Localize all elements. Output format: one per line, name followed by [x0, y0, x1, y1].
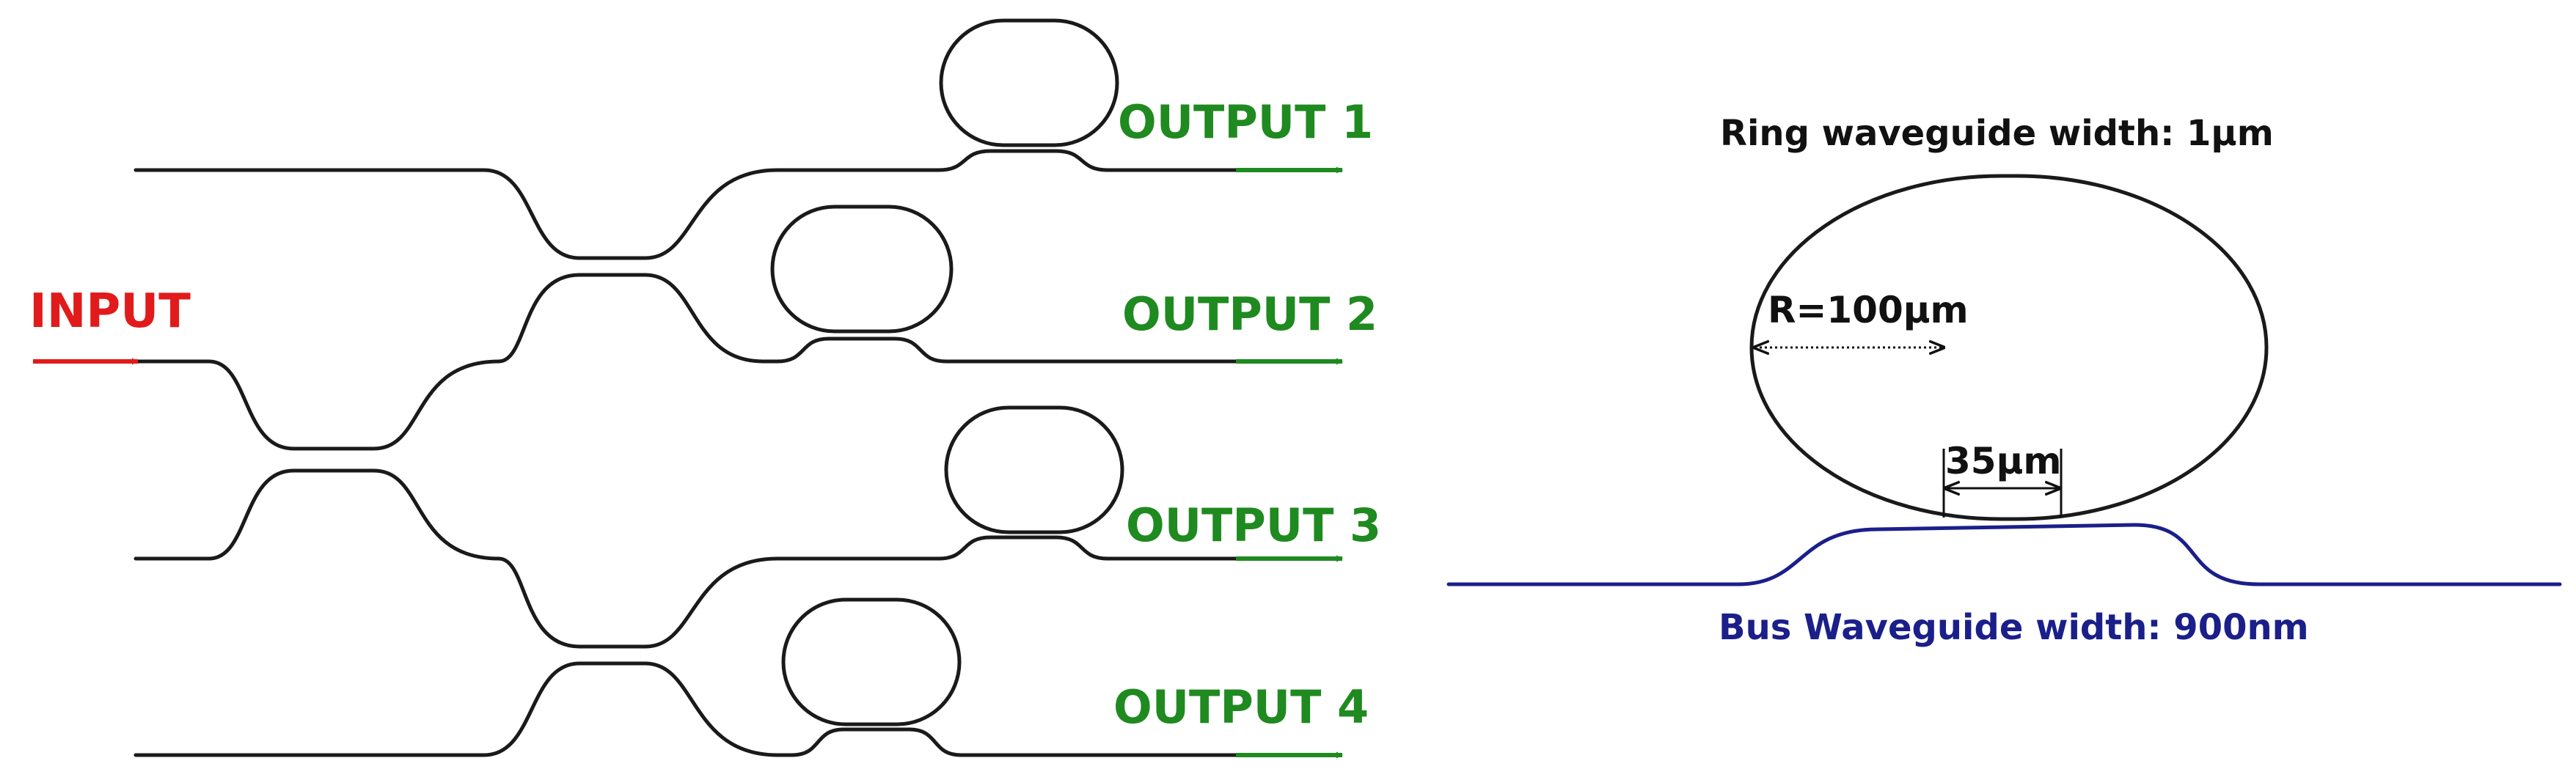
output-indicators: OUTPUT 1 OUTPUT 2 OUTPUT 3 OUTPUT 4: [1113, 95, 1381, 759]
output-label-3: OUTPUT 3: [1126, 498, 1381, 552]
output1-bus: [775, 149, 1242, 172]
bus-width-label: Bus Waveguide width: 900nm: [1719, 607, 2309, 648]
coupling-length-label: 35µm: [1945, 440, 2061, 482]
splitter-tree: [133, 18, 1242, 757]
input-label: INPUT: [29, 284, 191, 339]
output3-bus: [775, 535, 1242, 561]
stage1-lower-path: [133, 468, 501, 561]
output2-bus: [761, 336, 1242, 364]
output-label-2: OUTPUT 2: [1122, 287, 1377, 341]
output-label-4: OUTPUT 4: [1113, 680, 1369, 734]
lower-branch-bottom-arm: [133, 661, 780, 757]
ring-resonator-4: [781, 597, 962, 726]
lower-branch-top-arm: [497, 556, 780, 649]
ring-resonator-1: [939, 18, 1119, 147]
upper-branch-bottom-arm: [497, 273, 765, 364]
ring-resonator-3: [944, 405, 1124, 534]
output4-bus: [775, 727, 1242, 757]
ring-detail: Ring waveguide width: 1µm R=100µm 35µm B…: [1446, 113, 2562, 648]
detail-bus-waveguide: [1446, 523, 2562, 586]
input-indicator: INPUT: [29, 284, 191, 365]
detail-ring: [1749, 174, 2269, 521]
ring-resonator-2: [770, 205, 954, 334]
output-label-1: OUTPUT 1: [1118, 95, 1373, 149]
ring-width-label: Ring waveguide width: 1µm: [1720, 113, 2274, 154]
input-waveguide: [133, 359, 501, 451]
radius-label: R=100µm: [1768, 289, 1969, 331]
upper-branch-top-arm: [133, 168, 780, 260]
